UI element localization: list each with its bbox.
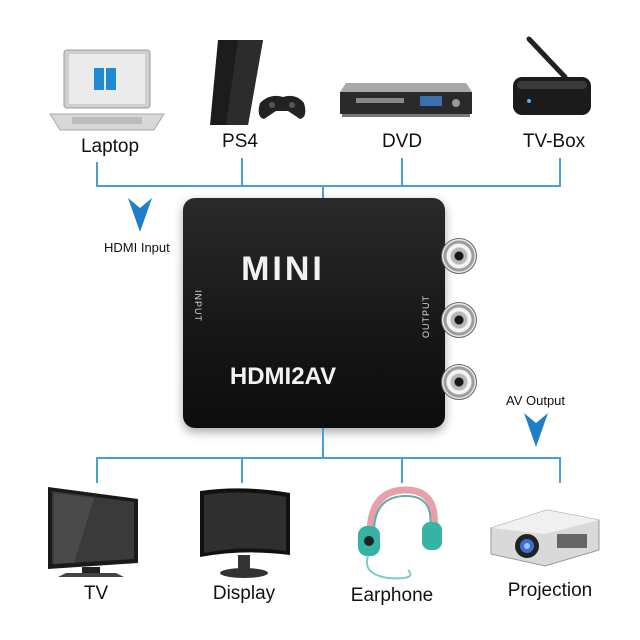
projector-icon (490, 509, 600, 567)
headphones-icon (358, 486, 442, 580)
output-label-tv: TV (83, 583, 109, 604)
ps4-console-icon (210, 40, 306, 125)
av-output-label: AV Output (506, 393, 566, 408)
arrow-down-icon (524, 413, 548, 447)
tv-icon (48, 487, 138, 577)
bottom-drop-display (241, 457, 243, 483)
source-label-ps4: PS4 (222, 131, 258, 152)
bottom-drop-tv (96, 457, 98, 483)
output-label-projection: Projection (507, 580, 593, 601)
device-model: HDMI2AV (229, 363, 337, 390)
source-label-dvd: DVD (381, 131, 423, 152)
top-drop-tv-box (559, 158, 561, 186)
arrow-down-icon (128, 198, 152, 232)
rca-jack-icon (441, 364, 477, 400)
top-drop-dvd (401, 158, 403, 186)
source-label-laptop: Laptop (80, 136, 140, 157)
bottom-trunk (322, 428, 324, 458)
top-drop-laptop (96, 162, 98, 186)
bottom-drop-projection (559, 457, 561, 483)
output-label-display: Display (212, 583, 276, 604)
top-drop-ps4 (241, 158, 243, 186)
output-label-earphone: Earphone (350, 585, 434, 606)
bottom-drop-earphone (401, 457, 403, 483)
bottom-bus (96, 457, 561, 459)
top-bus (96, 185, 561, 187)
top-trunk (322, 185, 324, 199)
source-label-tv-box: TV-Box (522, 131, 586, 152)
dvd-player-icon (340, 83, 472, 117)
laptop-icon (49, 49, 165, 131)
hdmi-input-label: HDMI Input (104, 240, 170, 255)
hdmi2av-converter: INPUT MINI HDMI2AV OUTPUT (183, 198, 477, 428)
rca-jack-icon (441, 302, 477, 338)
input-port-label: INPUT (193, 290, 203, 322)
rca-jack-icon (441, 238, 477, 274)
tv-box-icon (513, 36, 591, 115)
output-port-label: OUTPUT (421, 295, 431, 338)
device-brand: MINI (241, 250, 325, 288)
monitor-icon (200, 488, 290, 578)
